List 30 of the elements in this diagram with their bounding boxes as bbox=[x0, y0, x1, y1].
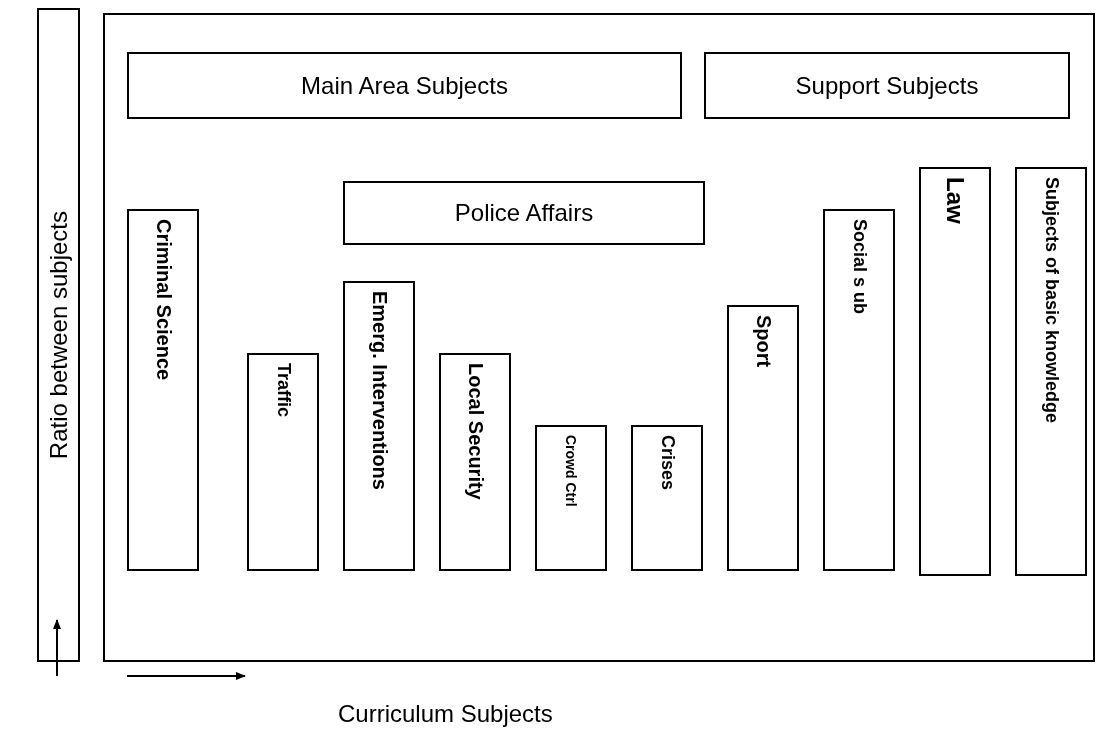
subject-bar bbox=[727, 305, 799, 571]
subject-label: Ratio between subjects bbox=[44, 210, 73, 460]
subject-label: Crises bbox=[656, 435, 678, 491]
subject-label: Support Subjects bbox=[795, 71, 979, 100]
subject-label: Crowd Ctrl bbox=[563, 435, 579, 507]
subject-bar bbox=[247, 353, 319, 571]
subject-label: Sport bbox=[751, 315, 775, 368]
subject-bar bbox=[535, 425, 607, 571]
subject-label: Local Security bbox=[463, 363, 487, 500]
subject-label: Main Area Subjects bbox=[301, 71, 508, 100]
subject-bar bbox=[631, 425, 703, 571]
subject-bar bbox=[823, 209, 895, 571]
subject-label: Criminal Science bbox=[151, 219, 175, 381]
category-box bbox=[704, 52, 1070, 119]
subject-bar bbox=[343, 281, 415, 571]
subject-bar bbox=[127, 209, 199, 571]
axis-label: Curriculum Subjects bbox=[338, 700, 553, 728]
subject-label: Law bbox=[941, 177, 969, 224]
subject-label: Police Affairs bbox=[454, 199, 594, 227]
frame-box bbox=[103, 13, 1095, 662]
category-box bbox=[127, 52, 682, 119]
subject-label: Traffic bbox=[272, 363, 294, 418]
subject-label: Social s ub bbox=[848, 219, 870, 315]
category-box bbox=[343, 181, 705, 245]
subject-bar bbox=[439, 353, 511, 571]
subject-bar bbox=[919, 167, 991, 576]
subject-label: Subjects of basic knowledge bbox=[1040, 177, 1062, 424]
subject-bar bbox=[1015, 167, 1087, 576]
axis-box bbox=[37, 8, 80, 662]
subject-label: Emerg. Interventions bbox=[367, 291, 391, 490]
